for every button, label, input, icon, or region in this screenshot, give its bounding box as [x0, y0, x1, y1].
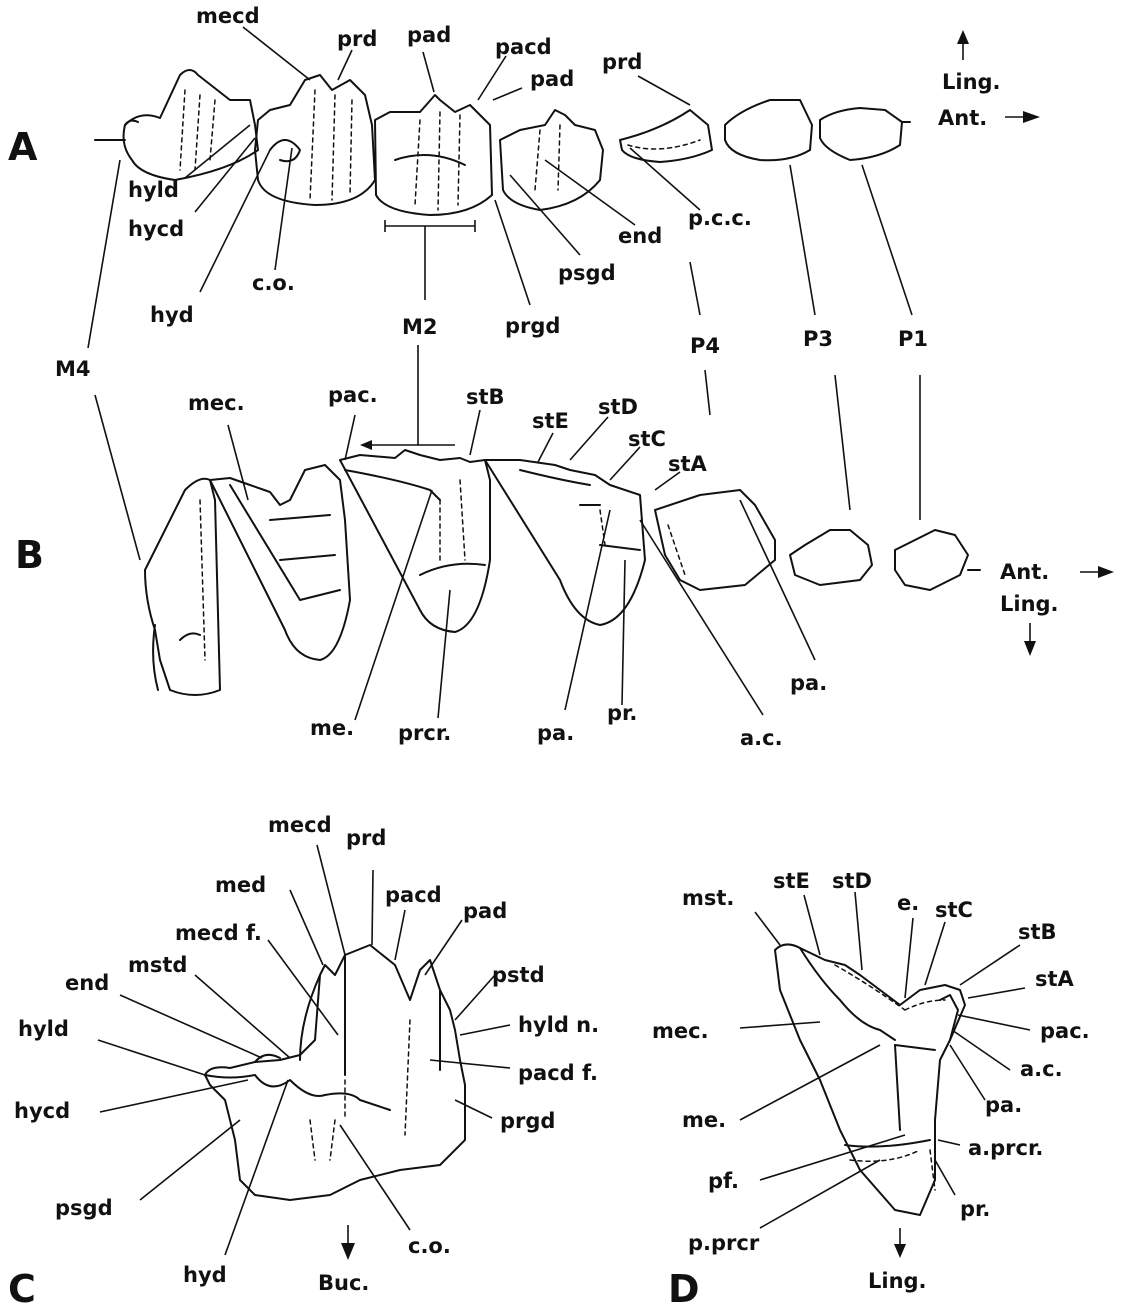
panel-a: A	[8, 4, 1040, 381]
panel-d-orientation: Ling.	[868, 1228, 927, 1293]
label-d-ac: a.c.	[1020, 1057, 1063, 1081]
panel-d-letter: D	[668, 1267, 700, 1308]
label-pa-m: pa.	[537, 721, 574, 745]
ling-arrowhead-icon-b	[1024, 641, 1036, 656]
panel-c-labels: mecd prd med pacd pad mecd f. mstd pstd …	[14, 813, 599, 1287]
label-d-pac: pac.	[1040, 1019, 1090, 1043]
label-prcr: prcr.	[398, 721, 451, 745]
label-c-hycd: hycd	[14, 1099, 70, 1123]
label-pacd: pacd	[495, 35, 552, 59]
orientation-ling-b: Ling.	[1000, 592, 1059, 616]
panel-d-labels: mst. stE stD e. stC stB stA mec. pac. a.…	[652, 869, 1090, 1255]
label-mecd: mecd	[196, 4, 260, 28]
label-prgd: prgd	[505, 314, 560, 338]
label-c-pad: pad	[463, 899, 507, 923]
label-c-hyd: hyd	[183, 1263, 227, 1287]
panel-c-letter: C	[8, 1267, 36, 1308]
label-P1: P1	[898, 327, 928, 351]
label-hycd: hycd	[128, 217, 184, 241]
label-mec: mec.	[188, 391, 245, 415]
ling-arrowhead-icon	[957, 30, 969, 44]
orientation-buc: Buc.	[318, 1271, 369, 1295]
buc-arrowhead-icon	[341, 1243, 355, 1260]
panel-a-letter: A	[8, 125, 38, 169]
label-ac: a.c.	[740, 726, 783, 750]
panel-a-orientation: Ling. Ant.	[938, 30, 1040, 130]
label-d-pprcr: p.prcr	[688, 1231, 760, 1255]
label-d-me: me.	[682, 1108, 726, 1132]
label-pr: pr.	[607, 701, 637, 725]
label-c-end: end	[65, 971, 109, 995]
label-pa-p: pa.	[790, 671, 827, 695]
label-co: c.o.	[252, 271, 295, 295]
label-c-pacd: pacd	[385, 883, 442, 907]
label-hyd: hyd	[150, 303, 194, 327]
label-end: end	[618, 224, 662, 248]
label-c-mecd: mecd	[268, 813, 332, 837]
label-stC: stC	[628, 427, 666, 451]
panel-c: C mecd prd med pacd pad mecd f. mstd	[8, 813, 599, 1308]
label-d-aprcr: a.prcr.	[968, 1136, 1043, 1160]
panel-b-letter: B	[15, 533, 44, 577]
label-c-hyld: hyld	[18, 1017, 69, 1041]
label-d-mst: mst.	[682, 886, 734, 910]
label-P4: P4	[690, 334, 720, 358]
label-d-pr: pr.	[960, 1197, 990, 1221]
label-d-stA: stA	[1035, 967, 1075, 991]
ant-arrowhead-icon	[1023, 111, 1040, 123]
label-stD: stD	[598, 395, 638, 419]
label-c-psgd: psgd	[55, 1196, 113, 1220]
ant-arrowhead-icon-b	[1098, 566, 1114, 578]
label-d-stC: stC	[935, 898, 973, 922]
label-c-mstd: mstd	[128, 953, 187, 977]
label-stE: stE	[532, 409, 569, 433]
label-c-prd: prd	[346, 826, 386, 850]
label-me: me.	[310, 716, 354, 740]
panel-b: B	[15, 345, 1114, 750]
panel-a-lower-tooth-row	[95, 70, 910, 215]
orientation-ant-b: Ant.	[1000, 560, 1049, 584]
label-c-co: c.o.	[408, 1234, 451, 1258]
orientation-ling-a: Ling.	[942, 70, 1001, 94]
label-M2: M2	[402, 315, 438, 339]
label-c-hyldn: hyld n.	[518, 1013, 599, 1037]
orientation-ling-d: Ling.	[868, 1269, 927, 1293]
panel-b-orientation: Ant. Ling.	[1000, 560, 1114, 656]
panel-d: D mst. stE stD e. stC stB stA	[652, 869, 1090, 1308]
label-M4: M4	[55, 357, 91, 381]
panel-c-tooth	[205, 945, 465, 1200]
panel-c-orientation: Buc.	[318, 1225, 369, 1295]
panel-b-upper-tooth-row	[145, 450, 980, 695]
label-d-e: e.	[897, 891, 919, 915]
label-hyld: hyld	[128, 178, 179, 202]
label-d-mec: mec.	[652, 1019, 709, 1043]
panel-b-labels: mec. pac. stB stE stD stC stA me. prcr. …	[95, 345, 920, 750]
m2-bracket-arrow-icon	[360, 440, 372, 450]
label-prd: prd	[337, 27, 377, 51]
label-d-pa: pa.	[985, 1093, 1022, 1117]
label-pad-p: pad	[530, 67, 574, 91]
label-stB: stB	[466, 385, 505, 409]
label-c-prgd: prgd	[500, 1109, 555, 1133]
ling-arrowhead-icon-d	[894, 1244, 906, 1258]
label-P3: P3	[803, 327, 833, 351]
label-d-stD: stD	[832, 869, 872, 893]
label-pac: pac.	[328, 383, 378, 407]
label-psgd: psgd	[558, 261, 616, 285]
label-c-mecdf: mecd f.	[175, 921, 262, 945]
label-pcc: p.c.c.	[688, 206, 752, 230]
label-prd-p: prd	[602, 50, 642, 74]
panel-d-tooth	[775, 944, 965, 1215]
orientation-ant-a: Ant.	[938, 106, 987, 130]
label-stA: stA	[668, 452, 708, 476]
label-pad: pad	[407, 23, 451, 47]
label-c-pstd: pstd	[492, 963, 545, 987]
label-d-stE: stE	[773, 869, 810, 893]
label-c-pacdf: pacd f.	[518, 1061, 598, 1085]
label-c-med: med	[215, 873, 266, 897]
label-d-pf: pf.	[708, 1169, 739, 1193]
label-d-stB: stB	[1018, 920, 1057, 944]
